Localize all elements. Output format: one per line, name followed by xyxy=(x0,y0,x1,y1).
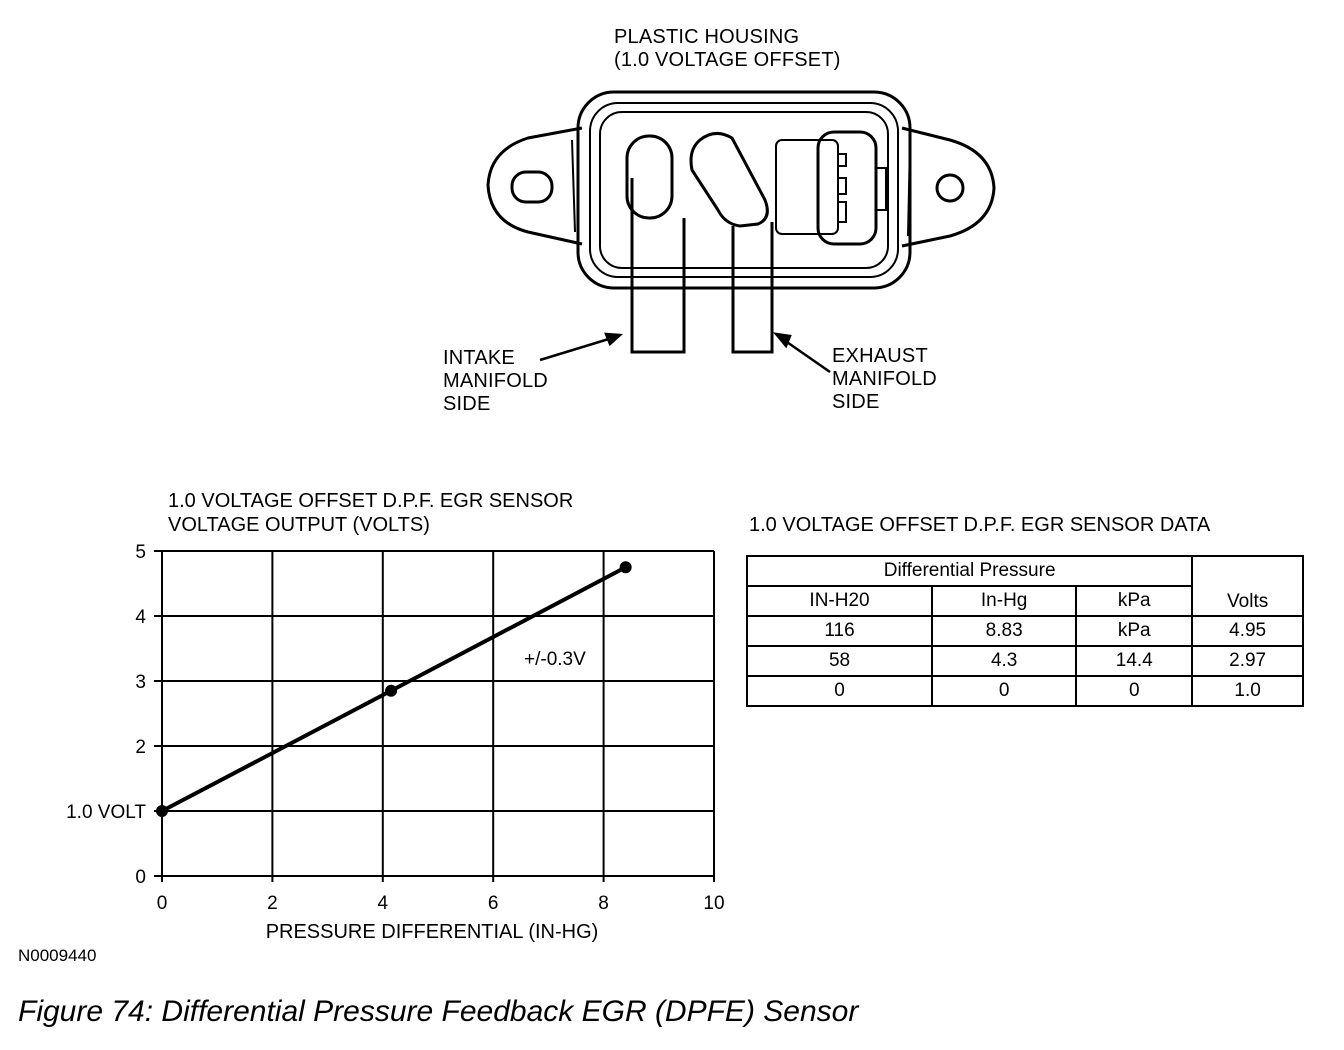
table-cell: 14.4 xyxy=(1075,645,1194,677)
x-tick-label: 4 xyxy=(378,893,389,914)
column-header-in-h20: IN-H20 xyxy=(745,585,934,617)
dpfe-sensor-illustration xyxy=(486,90,996,374)
table-cell: 4.3 xyxy=(931,645,1078,677)
y-tick-label: 2 xyxy=(135,737,146,758)
tolerance-label: +/-0.3V xyxy=(524,649,586,670)
table-cell: 4.95 xyxy=(1191,615,1304,647)
table-cell: 58 xyxy=(745,645,934,677)
exhaust-manifold-label: EXHAUST MANIFOLD SIDE xyxy=(832,345,937,413)
data-point xyxy=(385,684,398,697)
table-cell: 2.97 xyxy=(1191,645,1304,677)
table-cell: 1.0 xyxy=(1191,675,1304,707)
table-row: 116 8.83 kPa 4.95 xyxy=(745,615,1304,647)
figure-caption: Figure 74: Differential Pressure Feedbac… xyxy=(18,995,859,1028)
x-tick-label: 8 xyxy=(598,893,609,914)
data-point xyxy=(156,805,168,817)
y-tick-label: 3 xyxy=(135,672,146,693)
column-header-kpa: kPa xyxy=(1075,585,1194,617)
x-tick-label: 2 xyxy=(267,893,278,914)
y-tick-label: 4 xyxy=(135,607,146,628)
table-cell: 0 xyxy=(745,675,934,707)
x-tick-label: 0 xyxy=(157,893,168,914)
differential-pressure-header: Differential Pressure xyxy=(745,555,1194,587)
y-tick-label: 0 xyxy=(135,867,146,888)
table-title: 1.0 VOLTAGE OFFSET D.P.F. EGR SENSOR DAT… xyxy=(749,514,1211,536)
chart-title: 1.0 VOLTAGE OFFSET D.P.F. EGR SENSOR VOL… xyxy=(168,490,574,536)
x-axis-label: PRESSURE DIFFERENTIAL (IN-HG) xyxy=(266,921,599,943)
table-cell: 116 xyxy=(745,615,934,647)
reference-code: N0009440 xyxy=(18,946,97,965)
x-tick-label: 6 xyxy=(488,893,499,914)
chart-grid xyxy=(154,550,715,882)
chart-tick-labels: 0 2 4 6 8 10 0 1.0 VOLT 2 3 4 5 xyxy=(66,542,724,914)
y-tick-label: 1.0 VOLT xyxy=(66,802,146,823)
column-header-volts: Volts xyxy=(1191,555,1304,617)
table-row: 58 4.3 14.4 2.97 xyxy=(745,645,1304,677)
intake-manifold-label: INTAKE MANIFOLD SIDE xyxy=(443,347,548,415)
data-point xyxy=(619,561,632,574)
table-row: 0 0 0 1.0 xyxy=(745,675,1304,707)
y-tick-label: 5 xyxy=(135,542,146,563)
table-cell: kPa xyxy=(1075,615,1194,647)
housing-label: PLASTIC HOUSING (1.0 VOLTAGE OFFSET) xyxy=(614,26,841,71)
table-cell: 8.83 xyxy=(931,615,1078,647)
table-cell: 0 xyxy=(1075,675,1194,707)
x-tick-label: 10 xyxy=(703,893,724,914)
column-header-in-hg: In-Hg xyxy=(931,585,1078,617)
chart-series xyxy=(156,561,632,817)
table-cell: 0 xyxy=(931,675,1078,707)
sensor-data-table: Differential Pressure Volts IN-H20 In-Hg… xyxy=(745,555,1304,707)
